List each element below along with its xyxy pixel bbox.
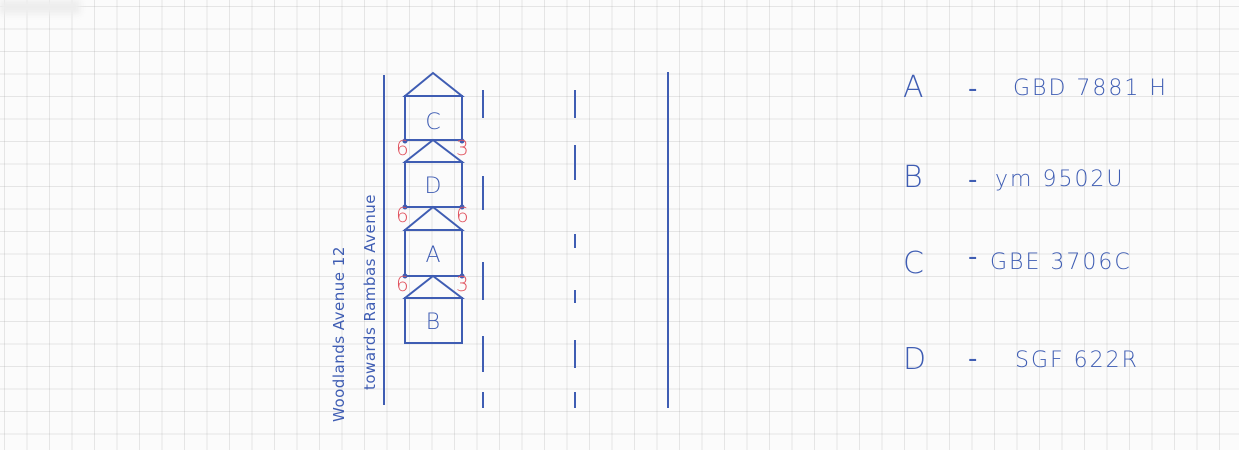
vehicle-legend: A - GBD 7881 H B - ym 9502U C - GBE 3706… [903, 70, 1168, 377]
legend-letter: A [903, 70, 924, 105]
vehicle-b-front-arrow [405, 276, 462, 298]
vehicle-d-label: D [425, 174, 442, 199]
damage-mark: 6 [396, 272, 409, 296]
damage-mark: 6 [396, 203, 409, 227]
legend-entry-b: B - ym 9502U [903, 160, 1125, 195]
legend-dash: - [968, 242, 977, 272]
legend-dash: - [968, 74, 977, 104]
road-direction-label: towards Rambas Avenue [361, 194, 379, 390]
legend-plate: SGF 622R [1015, 348, 1139, 373]
vehicle-b-label: B [426, 310, 440, 335]
vehicle-d-front-arrow [405, 140, 462, 162]
vehicle-a-label: A [425, 243, 440, 268]
legend-entry-d: D - SGF 622R [903, 342, 1139, 377]
vehicle-c-front-arrow [405, 73, 462, 96]
legend-entry-c: C - GBE 3706C [903, 242, 1132, 281]
road-name-label: Woodlands Avenue 12 [330, 246, 348, 422]
damage-mark: 6 [396, 136, 409, 160]
damage-mark: 3 [456, 272, 469, 296]
legend-entry-a: A - GBD 7881 H [903, 70, 1168, 105]
legend-dash: - [968, 165, 977, 195]
damage-mark: 6 [456, 203, 469, 227]
vehicle-a-front-arrow [405, 207, 462, 230]
vehicle-c-label: C [425, 110, 440, 135]
legend-letter: D [903, 342, 926, 377]
legend-plate: GBD 7881 H [1013, 76, 1168, 101]
damage-mark: 3 [456, 136, 469, 160]
legend-dash: - [968, 344, 977, 374]
legend-plate: GBE 3706C [990, 250, 1132, 275]
legend-letter: C [903, 246, 924, 281]
legend-letter: B [903, 160, 923, 195]
legend-plate: ym 9502U [995, 167, 1125, 192]
